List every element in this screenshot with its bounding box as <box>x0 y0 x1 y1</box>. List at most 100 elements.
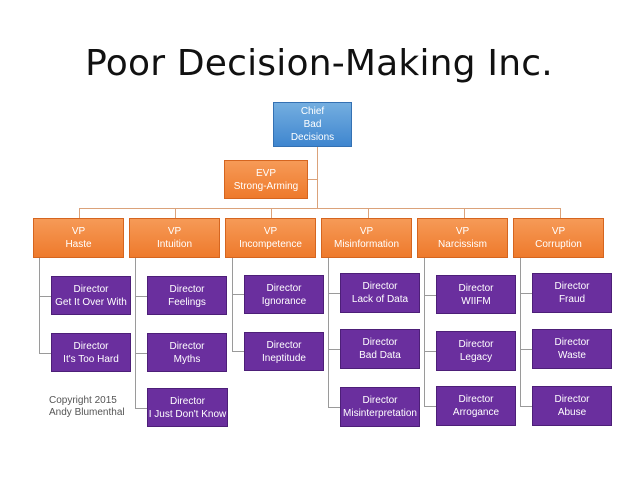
copyright-line: Copyright 2015 <box>49 395 117 406</box>
director-role: Director <box>458 394 494 405</box>
director-branch-5a <box>424 295 436 296</box>
director-name: Myths <box>173 353 201 365</box>
director-branch-4a <box>328 293 340 294</box>
director-branch-5c <box>424 406 436 407</box>
director-name: WIIFM <box>461 295 491 307</box>
evp-role: EVP <box>255 167 276 179</box>
chief-trunk-line <box>317 147 318 208</box>
director-box: Director Get It Over With <box>51 276 131 315</box>
director-name: Feelings <box>168 296 206 308</box>
copyright-author: Andy Blumenthal <box>49 407 125 418</box>
director-name: Legacy <box>459 352 493 363</box>
director-box: Director Ignorance <box>244 275 324 314</box>
director-name: Arrogance <box>452 407 500 418</box>
director-role: Director <box>169 395 205 407</box>
vp-drop-4 <box>368 208 369 218</box>
director-name: Fraud <box>558 294 586 305</box>
vp-box-corruption: VP Corruption <box>513 218 604 258</box>
director-role: Director <box>73 340 109 352</box>
director-branch-4b <box>328 349 340 350</box>
evp-name: Strong-Arming <box>233 180 299 192</box>
director-branch-5b <box>424 351 436 352</box>
director-role: Director <box>362 337 398 348</box>
vp-drop-6 <box>560 208 561 218</box>
chief-name-1: Bad <box>303 119 322 130</box>
vp-box-haste: VP Haste <box>33 218 124 258</box>
director-branch-4c <box>328 407 340 408</box>
vp-name: Incompetence <box>239 239 302 250</box>
director-role: Director <box>362 281 398 292</box>
director-box: Director Feelings <box>147 276 227 315</box>
director-name: Get It Over With <box>55 296 127 308</box>
vp-box-incompetence: VP Incompetence <box>225 218 316 258</box>
director-box: Director Misinterpretation <box>340 387 420 427</box>
director-branch-1b <box>39 353 51 354</box>
director-role: Director <box>458 282 494 294</box>
vp-name: Corruption <box>535 239 582 250</box>
vp-bus-line <box>79 208 560 209</box>
director-name: Waste <box>558 350 586 361</box>
director-name: I Just Don't Know <box>148 408 227 420</box>
vp-drop-5 <box>464 208 465 218</box>
director-box: Director Abuse <box>532 386 612 426</box>
director-branch-2b <box>135 353 147 354</box>
director-role: Director <box>554 281 590 292</box>
vp-box-misinformation: VP Misinformation <box>321 218 412 258</box>
vp-drop-2 <box>175 208 176 218</box>
vp-role: VP <box>167 226 182 237</box>
director-branch-6c <box>520 406 532 407</box>
vp-role: VP <box>263 226 278 237</box>
director-name: It's Too Hard <box>63 353 119 365</box>
vp-role: VP <box>71 226 86 237</box>
director-branch-6a <box>520 293 532 294</box>
director-name: Bad Data <box>359 350 401 361</box>
director-role: Director <box>169 340 205 352</box>
chief-name-2: Decisions <box>290 132 335 143</box>
director-role: Director <box>362 395 398 406</box>
director-name: Lack of Data <box>351 294 409 305</box>
vp-box-intuition: VP Intuition <box>129 218 220 258</box>
director-role: Director <box>554 394 590 405</box>
director-branch-2a <box>135 296 147 297</box>
vp-role: VP <box>551 226 566 237</box>
director-role: Director <box>73 283 109 295</box>
evp-connector-line <box>308 179 318 180</box>
director-role: Director <box>169 283 205 295</box>
chief-role: Chief <box>300 106 325 117</box>
director-role: Director <box>266 339 302 351</box>
director-role: Director <box>266 282 302 294</box>
director-name: Misinterpretation <box>343 408 417 419</box>
director-name: Ineptitude <box>262 352 306 364</box>
director-branch-1a <box>39 296 51 297</box>
vp-name: Intuition <box>156 239 193 250</box>
director-box: Director Waste <box>532 329 612 369</box>
director-stem-3 <box>232 258 233 351</box>
vp-role: VP <box>359 226 374 237</box>
director-stem-4 <box>328 258 329 407</box>
director-branch-2c <box>135 408 147 409</box>
chief-box: Chief Bad Decisions <box>273 102 352 147</box>
director-box: Director It's Too Hard <box>51 333 131 372</box>
evp-box: EVP Strong-Arming <box>224 160 308 199</box>
director-box: Director WIIFM <box>436 275 516 314</box>
director-box: Director Legacy <box>436 331 516 371</box>
director-box: Director Myths <box>147 333 227 372</box>
page-title: Poor Decision-Making Inc. <box>85 43 553 84</box>
vp-name: Misinformation <box>333 239 400 250</box>
vp-drop-1 <box>79 208 80 218</box>
director-stem-6 <box>520 258 521 406</box>
director-name: Ignorance <box>261 295 307 307</box>
vp-drop-3 <box>271 208 272 218</box>
director-role: Director <box>554 337 590 348</box>
copyright-notice: Copyright 2015 Andy Blumenthal <box>49 395 125 419</box>
director-box: Director I Just Don't Know <box>147 388 228 427</box>
vp-role: VP <box>455 226 470 237</box>
director-branch-3b <box>232 351 244 352</box>
director-branch-3a <box>232 294 244 295</box>
director-role: Director <box>458 339 494 350</box>
director-name: Abuse <box>557 407 587 418</box>
director-box: Director Lack of Data <box>340 273 420 313</box>
director-box: Director Ineptitude <box>244 332 324 371</box>
director-box: Director Arrogance <box>436 386 516 426</box>
director-stem-1 <box>39 258 40 353</box>
